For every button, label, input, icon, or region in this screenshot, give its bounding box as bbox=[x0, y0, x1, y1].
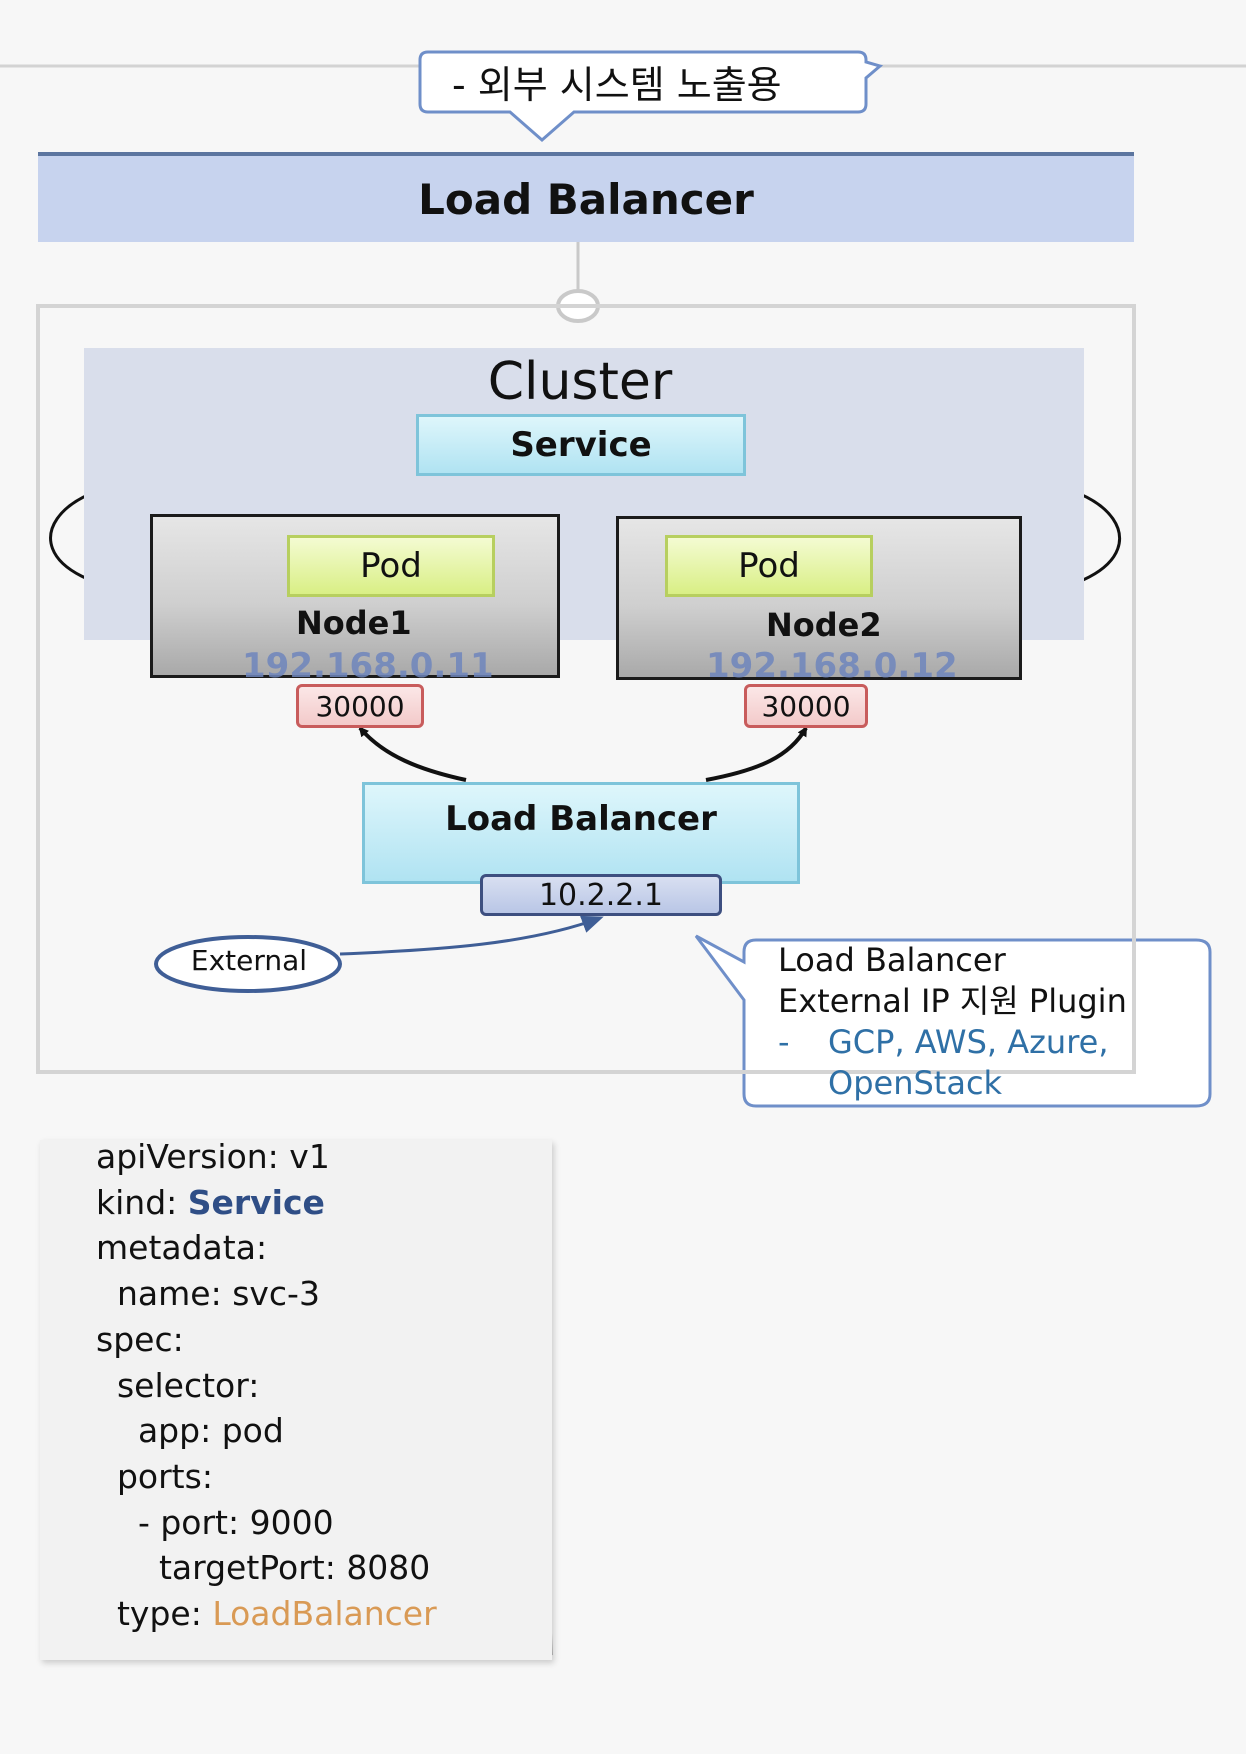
node1-port-label: 30000 bbox=[315, 689, 405, 723]
yaml-value-apiversion: v1 bbox=[289, 1137, 330, 1176]
yaml-key-type: type: bbox=[96, 1594, 213, 1634]
external-to-lb-arrow bbox=[339, 915, 604, 956]
plugin-callout-line2: External IP 지원 Plugin bbox=[778, 982, 1127, 1020]
service-label: Service bbox=[510, 425, 652, 465]
top-callout-text: - 외부 시스템 노출용 bbox=[452, 63, 782, 107]
inner-load-balancer-label: Load Balancer bbox=[445, 799, 717, 839]
yaml-value-targetport: 8080 bbox=[346, 1548, 431, 1588]
yaml-key-apiversion: apiVersion: bbox=[96, 1137, 290, 1176]
yaml-line-port: - port: 9000 bbox=[96, 1500, 546, 1546]
plugin-callout-providers-line2: OpenStack bbox=[828, 1064, 1003, 1102]
plugin-callout-bubble bbox=[694, 934, 1212, 1108]
external-label: External bbox=[190, 944, 308, 977]
yaml-line-app: app: pod bbox=[96, 1408, 546, 1454]
yaml-key-port: - port: bbox=[96, 1502, 250, 1542]
node1-pod-label: Pod bbox=[360, 546, 422, 586]
node1-label: Node1 bbox=[296, 604, 412, 642]
external-ellipse bbox=[154, 935, 342, 993]
load-balancer-banner-label: Load Balancer bbox=[418, 174, 754, 224]
yaml-value-type: LoadBalancer bbox=[212, 1594, 437, 1634]
yaml-value-kind: Service bbox=[187, 1182, 325, 1222]
plugin-callout-providers-row: - GCP, AWS, Azure, bbox=[778, 1022, 1198, 1063]
yaml-line-selector: selector: bbox=[96, 1365, 260, 1405]
plugin-callout-text: Load Balancer External IP 지원 Plugin - GC… bbox=[778, 940, 1198, 1104]
yaml-key-app: app: bbox=[96, 1411, 222, 1451]
outer-frame bbox=[36, 304, 1136, 1074]
plugin-callout-dash: - bbox=[778, 1023, 790, 1061]
top-callout-bubble bbox=[418, 50, 884, 142]
plugin-callout-line1: Load Balancer bbox=[778, 941, 1006, 979]
yaml-line-ports: ports: bbox=[96, 1456, 213, 1496]
lb-to-port1-arrow bbox=[358, 726, 467, 782]
yaml-line-targetport: targetPort: 8080 bbox=[96, 1545, 546, 1591]
yaml-card bbox=[40, 1140, 552, 1660]
node2-pod-label: Pod bbox=[738, 546, 800, 586]
yaml-code: apiVersion: v1 kind: Service metadata: n… bbox=[96, 1134, 546, 1637]
inner-load-balancer-box: Load Balancer bbox=[362, 782, 800, 884]
plugin-callout-indent bbox=[778, 1063, 828, 1104]
node2-label: Node2 bbox=[766, 606, 882, 644]
node1-ip: 192.168.0.11 bbox=[242, 646, 494, 686]
yaml-key-kind: kind: bbox=[96, 1182, 188, 1222]
yaml-value-port: 9000 bbox=[249, 1502, 334, 1542]
yaml-line-name: name: svc-3 bbox=[96, 1271, 546, 1317]
yaml-key-targetport: targetPort: bbox=[96, 1548, 347, 1588]
cluster-label: Cluster bbox=[487, 352, 673, 412]
node2-ip: 192.168.0.12 bbox=[706, 646, 958, 686]
load-balancer-ip-box: 10.2.2.1 bbox=[480, 874, 722, 916]
plugin-callout-providers-row2: OpenStack bbox=[778, 1063, 1198, 1104]
yaml-value-name: svc-3 bbox=[232, 1274, 320, 1314]
node2-port-box: 30000 bbox=[744, 684, 868, 728]
yaml-value-app: pod bbox=[221, 1411, 284, 1451]
yaml-key-name: name: bbox=[96, 1274, 233, 1314]
load-balancer-banner: Load Balancer bbox=[38, 152, 1134, 242]
yaml-line-type: type: LoadBalancer bbox=[96, 1591, 546, 1637]
yaml-line-metadata: metadata: bbox=[96, 1228, 268, 1268]
lb-to-port2-arrow bbox=[705, 726, 808, 782]
yaml-line-apiversion: apiVersion: v1 bbox=[96, 1134, 546, 1180]
yaml-line-kind: kind: Service bbox=[96, 1180, 546, 1226]
plugin-callout-providers-line1: GCP, AWS, Azure, bbox=[828, 1023, 1109, 1061]
service-box: Service bbox=[416, 414, 746, 476]
node1-port-box: 30000 bbox=[296, 684, 424, 728]
node1-pod-box: Pod bbox=[287, 535, 495, 597]
node2-port-label: 30000 bbox=[761, 689, 851, 723]
yaml-line-spec: spec: bbox=[96, 1319, 184, 1359]
load-balancer-ip-label: 10.2.2.1 bbox=[538, 877, 664, 913]
node2-pod-box: Pod bbox=[665, 535, 873, 597]
